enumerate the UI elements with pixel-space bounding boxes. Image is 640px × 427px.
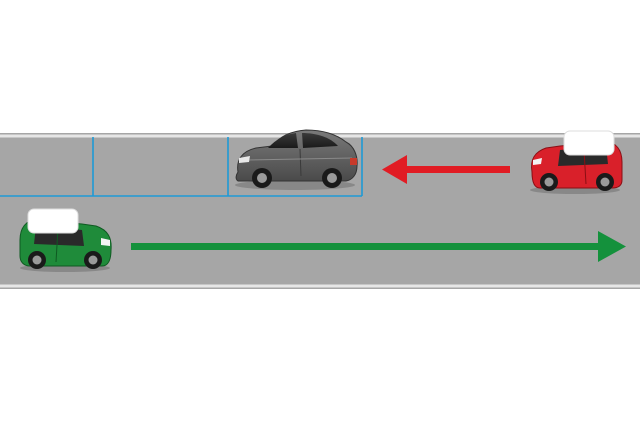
green-car-roof [27, 208, 79, 234]
green-arrow-shaft [131, 243, 604, 250]
green-car-rear-wheel [28, 251, 46, 269]
red-car-rear-wheel [596, 173, 614, 191]
red-car-door-line [583, 149, 587, 185]
red-direction-arrow [382, 155, 510, 184]
red-car-roof [563, 130, 615, 156]
green-direction-arrow [131, 231, 626, 262]
red-car-front-wheel [540, 173, 558, 191]
sedan-rear-wheel [322, 168, 342, 188]
green-car-headlight [101, 238, 110, 246]
sedan-headlight [239, 156, 250, 163]
green-car-front-wheel [84, 251, 102, 269]
green-car-door-line [55, 227, 59, 263]
green-arrow-head [598, 231, 626, 262]
sedan-front-wheel [252, 168, 272, 188]
parked-sedan [235, 129, 358, 190]
red-arrow-head [382, 155, 407, 184]
red-mini-car [530, 130, 623, 194]
sedan-taillight [350, 158, 357, 165]
red-car-headlight [533, 158, 542, 165]
red-arrow-shaft [404, 166, 510, 173]
sedan-window-front [268, 133, 298, 148]
green-mini-car [19, 208, 112, 272]
sedan-window-rear [302, 133, 338, 148]
sedan-character-line [247, 157, 353, 161]
parking-bays [0, 137, 363, 197]
sedan-door-line [299, 148, 302, 177]
